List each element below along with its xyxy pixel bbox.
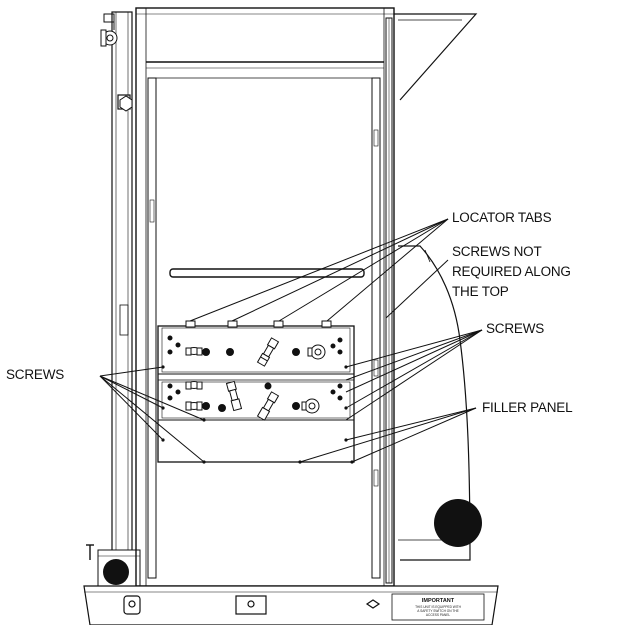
pressure-switch-fitting [100, 13, 118, 47]
label-screws-not-required-3: THE TOP [452, 284, 509, 299]
vertical-fitting-lower [225, 380, 243, 412]
svg-text:ACCESS PANEL: ACCESS PANEL [426, 613, 450, 617]
panel-fittings-lower [167, 381, 343, 414]
right-strip [385, 17, 393, 584]
svg-text:A SAFETY SWITCH ON THE: A SAFETY SWITCH ON THE [417, 609, 459, 613]
label-screws-not-required-2: REQUIRED ALONG [452, 264, 571, 279]
label-filler-panel: FILLER PANEL [482, 400, 573, 415]
right-hole-dark [434, 499, 482, 547]
leader-lines [99, 218, 483, 463]
left-hole-dark [103, 559, 129, 585]
upper-cross-bar [169, 268, 365, 278]
label-screws-left: SCREWS [6, 367, 64, 382]
hex-nut [119, 95, 133, 112]
svg-text:THIS UNIT IS EQUIPPED WITH: THIS UNIT IS EQUIPPED WITH [415, 605, 462, 609]
diagonal-fitting-upper [256, 337, 280, 367]
label-screws-not-required-1: SCREWS NOT [452, 244, 542, 259]
filler-panel [157, 325, 355, 463]
label-screws-right: SCREWS [486, 321, 544, 336]
svg-text:IMPORTANT: IMPORTANT [422, 598, 455, 604]
warning-label: IMPORTANT THIS UNIT IS EQUIPPED WITH A S… [391, 593, 485, 621]
diagonal-fitting-lower [256, 391, 280, 421]
panel-fittings-upper [167, 335, 343, 360]
label-locator-tabs: LOCATOR TABS [452, 210, 552, 225]
inner-rails [147, 77, 381, 579]
